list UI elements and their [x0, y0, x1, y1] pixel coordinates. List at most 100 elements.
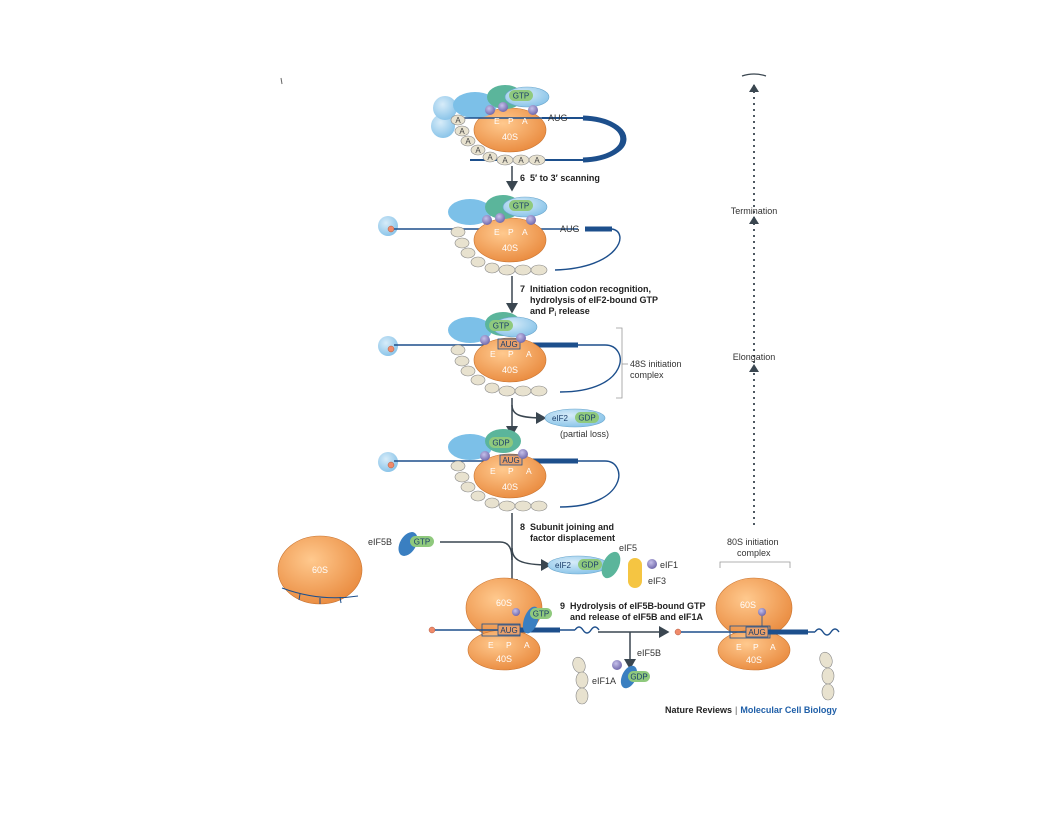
step-6-number: 6	[520, 173, 525, 183]
site-p: P	[506, 640, 512, 650]
60s-base	[281, 587, 359, 599]
eif4e-factor	[378, 452, 398, 472]
step-7-line-2: hydrolysis of eIF2-bound GTP	[530, 295, 658, 305]
40s-label: 40S	[502, 243, 518, 253]
mrna-cap	[387, 225, 395, 233]
step-7-number: 7	[520, 284, 525, 294]
eif1a-label: eIF1A	[592, 676, 616, 686]
gtp-label: GTP	[513, 202, 529, 211]
40s-label: 40S	[502, 482, 518, 492]
eif-bead	[528, 105, 538, 115]
40s-subunit	[473, 337, 547, 383]
aug-label: AUG	[548, 113, 568, 123]
80s-bracket	[719, 561, 791, 568]
48s-bracket	[616, 327, 623, 399]
journal-section: Molecular Cell Biology	[740, 705, 837, 715]
60s-joining: 60S eIF5B GTP	[277, 532, 513, 605]
40s-subunit	[473, 453, 547, 499]
gdp-label: GDP	[492, 439, 509, 448]
stage-2-scanning-complex: GTP AUG E P A 40S	[378, 195, 621, 276]
svg-text:A: A	[534, 156, 540, 165]
step-8-number: 8	[520, 522, 525, 532]
pathway-arrowhead	[749, 216, 759, 224]
eif4g-factor	[433, 96, 457, 120]
figure-credit: Nature Reviews|Molecular Cell Biology	[665, 705, 837, 715]
factor-displacement-arrow	[511, 547, 552, 571]
eif2-gdp-released: eIF2 GDP (partial loss)	[544, 408, 609, 439]
80s-complex-label-line-2: complex	[737, 548, 771, 558]
gtp-pill	[509, 90, 533, 101]
40s-label: 40S	[746, 655, 762, 665]
aug-box	[497, 338, 521, 350]
svg-text:A: A	[455, 116, 461, 125]
site-e: E	[490, 466, 496, 476]
gtp-label: GTP	[533, 610, 549, 619]
eif1-label: eIF1	[660, 560, 678, 570]
eif-bead	[480, 335, 490, 345]
mrna-cap	[428, 626, 436, 634]
mrna-strand	[394, 460, 620, 508]
stage-5-80s-with-eif5b: AUG GTP 60S E P A 40S	[428, 577, 600, 705]
gdp-label: GDP	[581, 561, 598, 570]
site-a: A	[526, 349, 532, 359]
eif-bead	[485, 105, 495, 115]
eif4e-factor	[378, 336, 398, 356]
eif1-factor	[647, 559, 657, 569]
gtp-pill	[509, 200, 533, 211]
site-e: E	[490, 349, 496, 359]
site-a: A	[526, 466, 532, 476]
eif5b-label: eIF5B	[368, 537, 392, 547]
stage-3-48s-complex: GTP AUG E P A 40S 48S initiation complex	[378, 312, 682, 399]
eif1a-factor	[612, 660, 622, 670]
aug-label: AUG	[748, 628, 765, 637]
poly-a-tail	[572, 656, 589, 705]
eif3-label: eIF3	[648, 576, 666, 586]
released-factors-step-8: eIF2 GDP eIF5 eIF3 eIF1	[547, 543, 678, 588]
step-9-line-1: Hydrolysis of eIF5B-bound GTP	[570, 601, 706, 611]
gdp-label: GDP	[578, 414, 595, 423]
60s-label: 60S	[496, 598, 512, 608]
eif5b-label: eIF5B	[637, 648, 661, 658]
aug-box	[499, 454, 523, 466]
site-a: A	[522, 116, 528, 126]
40s-label: 40S	[496, 654, 512, 664]
pathway-arrowhead	[749, 84, 759, 92]
aug-box	[497, 624, 521, 636]
site-a: A	[522, 227, 528, 237]
mrna-coding-region	[582, 115, 626, 163]
60s-label: 60S	[312, 565, 328, 575]
step-8-line-2: factor displacement	[530, 533, 615, 543]
site-a: A	[524, 640, 530, 650]
step-9-line-2: and release of eIF5B and eIF1A	[570, 612, 704, 622]
p-site-box	[729, 625, 771, 639]
poly-a-tail	[450, 344, 548, 397]
mrna-3prime	[554, 228, 621, 271]
gdp-pill	[628, 671, 650, 682]
step-6-text: 5′ to 3′ scanning	[530, 173, 600, 183]
partial-loss-note: (partial loss)	[560, 429, 609, 439]
site-p: P	[508, 466, 514, 476]
aug-box	[745, 626, 769, 638]
60s-label: 60S	[740, 600, 756, 610]
gtp-pill	[530, 608, 552, 619]
met-trna	[512, 608, 520, 616]
mrna-cap	[387, 345, 395, 353]
aug-label: AUG	[500, 626, 517, 635]
aug-label: AUG	[502, 456, 519, 465]
eif5-label: eIF5	[619, 543, 637, 553]
site-a: A	[770, 642, 776, 652]
svg-text:A: A	[465, 137, 471, 146]
svg-text:A: A	[459, 127, 465, 136]
corner-mark	[280, 77, 283, 85]
gtp-label: GTP	[513, 92, 529, 101]
eif2-label: eIF2	[555, 561, 572, 570]
eif-bead	[526, 215, 536, 225]
met-trna	[758, 608, 766, 616]
svg-text:A: A	[487, 153, 493, 162]
48s-complex-label-line-2: complex	[630, 370, 664, 380]
joining-arrow	[440, 541, 513, 561]
gtp-label: GTP	[414, 538, 430, 547]
met-trna	[498, 102, 508, 112]
step-7-line-1: Initiation codon recognition,	[530, 284, 651, 294]
poly-a-tail: A A A A A A A A	[450, 114, 546, 166]
